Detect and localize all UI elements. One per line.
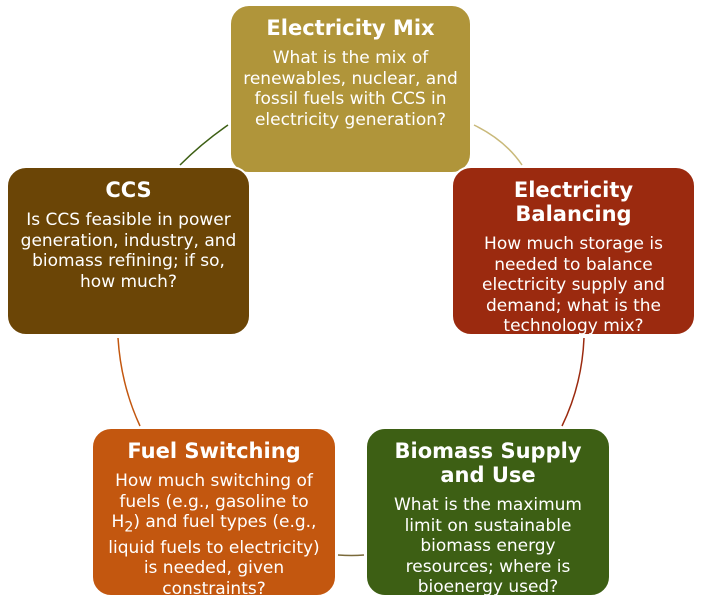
node-title: Electricity Mix (266, 16, 435, 40)
question-part: How much switching of fuels (e.g., gasol… (111, 471, 313, 532)
node-question: What is the mix of renewables, nuclear, … (243, 48, 458, 130)
node-title: Electricity Balancing (513, 178, 634, 226)
subscript-2: 2 (124, 519, 134, 536)
node-question: What is the maximum limit on sustainable… (393, 495, 582, 597)
node-title: Biomass Supply and Use (394, 439, 582, 487)
node-ccs: CCS Is CCS feasible in power generation,… (6, 166, 251, 336)
node-question: Is CCS feasible in power generation, ind… (20, 210, 237, 292)
node-electricity-balancing: Electricity Balancing How much storage i… (451, 166, 696, 336)
node-fuel-switching: Fuel Switching How much switching of fue… (91, 427, 337, 599)
connector-mix-to-balancing (473, 124, 523, 166)
node-question: How much switching of fuels (e.g., gasol… (105, 471, 323, 599)
question-part: ) and fuel types (e.g., liquid fuels to … (108, 512, 320, 599)
connector-fuel-to-ccs (117, 337, 141, 427)
node-biomass-supply-and-use: Biomass Supply and Use What is the maxim… (365, 427, 611, 597)
connector-ccs-to-mix (179, 124, 229, 166)
connector-balancing-to-biomass (561, 337, 585, 427)
node-question: How much storage is needed to balance el… (482, 234, 665, 336)
node-electricity-mix: Electricity Mix What is the mix of renew… (229, 4, 472, 174)
node-title: Fuel Switching (127, 439, 301, 463)
node-title: CCS (105, 178, 152, 202)
connector-biomass-to-fuel (337, 554, 365, 557)
